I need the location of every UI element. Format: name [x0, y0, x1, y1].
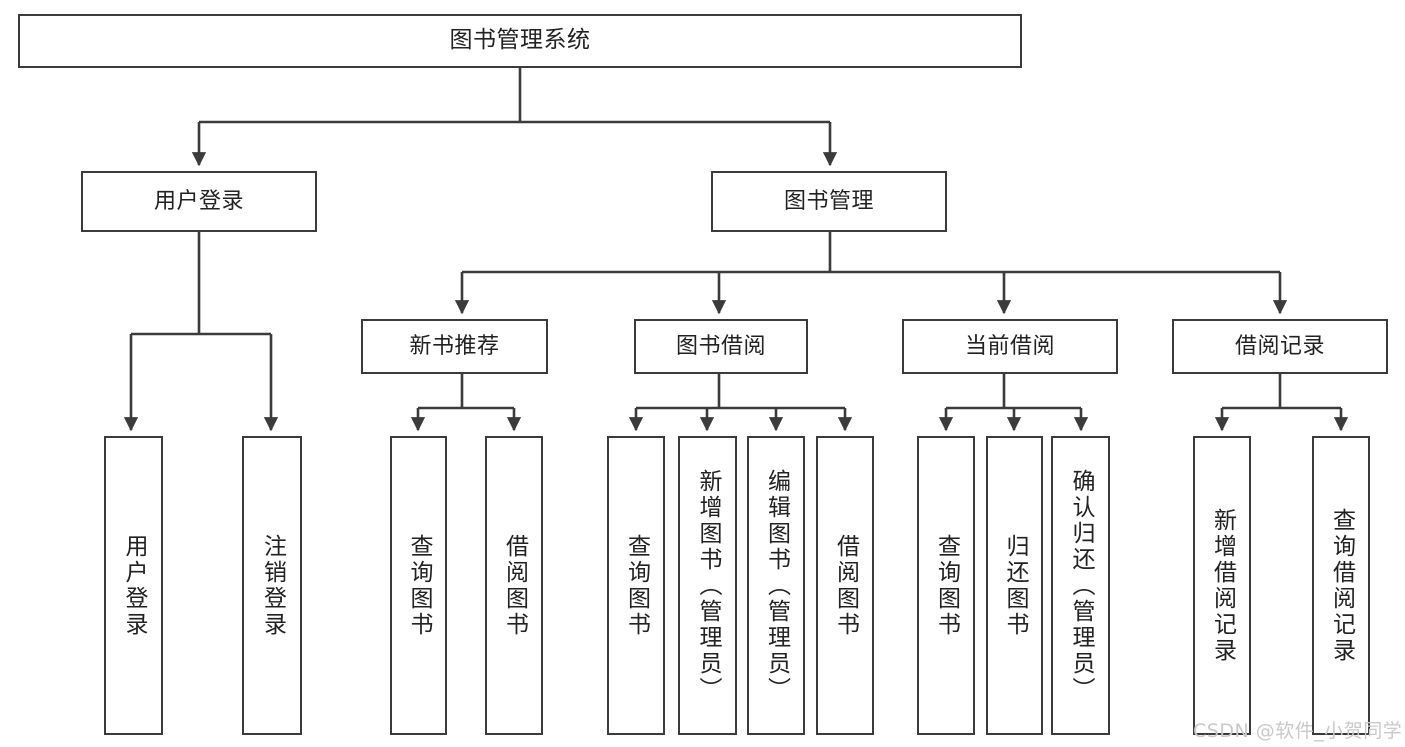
leaf-borrow-book[interactable]: 借阅图书 — [816, 436, 874, 735]
node-current-borrow[interactable]: 当前借阅 — [902, 319, 1118, 374]
node-label: 新书推荐 — [409, 333, 500, 359]
node-label: 查询图书 — [933, 533, 960, 638]
csdn-watermark: CSDN @软件_小贺同学 — [1193, 720, 1403, 742]
node-label: 注销登录 — [259, 533, 286, 638]
node-book-management[interactable]: 图书管理 — [711, 171, 947, 232]
node-root-system[interactable]: 图书管理系统 — [18, 14, 1022, 68]
leaf-query-book-borrow[interactable]: 查询图书 — [607, 436, 665, 735]
node-borrow-record[interactable]: 借阅记录 — [1172, 319, 1388, 374]
leaf-query-borrow-record[interactable]: 查询借阅记录 — [1312, 436, 1370, 735]
leaf-confirm-return-admin[interactable]: 确认归还（管理员） — [1051, 436, 1110, 735]
node-user-login[interactable]: 用户登录 — [81, 171, 317, 232]
node-label: 查询图书 — [406, 533, 432, 638]
node-label: 借阅图书 — [501, 533, 528, 638]
node-label: 归还图书 — [1002, 533, 1028, 638]
node-label: 借阅图书 — [832, 533, 859, 638]
node-label: 新增图书（管理员） — [695, 468, 721, 703]
node-label: 编辑图书（管理员） — [763, 468, 790, 703]
node-label: 查询图书 — [623, 533, 650, 638]
node-label: 确认归还（管理员） — [1068, 468, 1094, 703]
node-new-book-recommend[interactable]: 新书推荐 — [361, 319, 548, 374]
leaf-return-book[interactable]: 归还图书 — [986, 436, 1043, 735]
node-label: 用户登录 — [121, 533, 147, 638]
leaf-query-book-current[interactable]: 查询图书 — [917, 436, 975, 735]
node-label: 图书管理 — [783, 188, 874, 214]
node-label: 新增借阅记录 — [1209, 507, 1236, 664]
node-label: 图书管理系统 — [449, 27, 591, 54]
leaf-edit-book-admin[interactable]: 编辑图书（管理员） — [747, 436, 805, 735]
leaf-logout-login[interactable]: 注销登录 — [242, 436, 302, 735]
node-label: 图书借阅 — [675, 333, 766, 359]
leaf-add-borrow-record[interactable]: 新增借阅记录 — [1193, 436, 1251, 735]
node-label: 借阅记录 — [1234, 333, 1325, 359]
leaf-query-book-recommend[interactable]: 查询图书 — [390, 436, 447, 735]
leaf-add-book-admin[interactable]: 新增图书（管理员） — [678, 436, 737, 735]
node-label: 当前借阅 — [964, 333, 1055, 359]
leaf-user-login[interactable]: 用户登录 — [104, 436, 163, 735]
node-label: 用户登录 — [153, 188, 244, 214]
node-book-borrow[interactable]: 图书借阅 — [634, 319, 808, 374]
leaf-borrow-book-recommend[interactable]: 借阅图书 — [485, 436, 543, 735]
node-label: 查询借阅记录 — [1328, 507, 1355, 664]
